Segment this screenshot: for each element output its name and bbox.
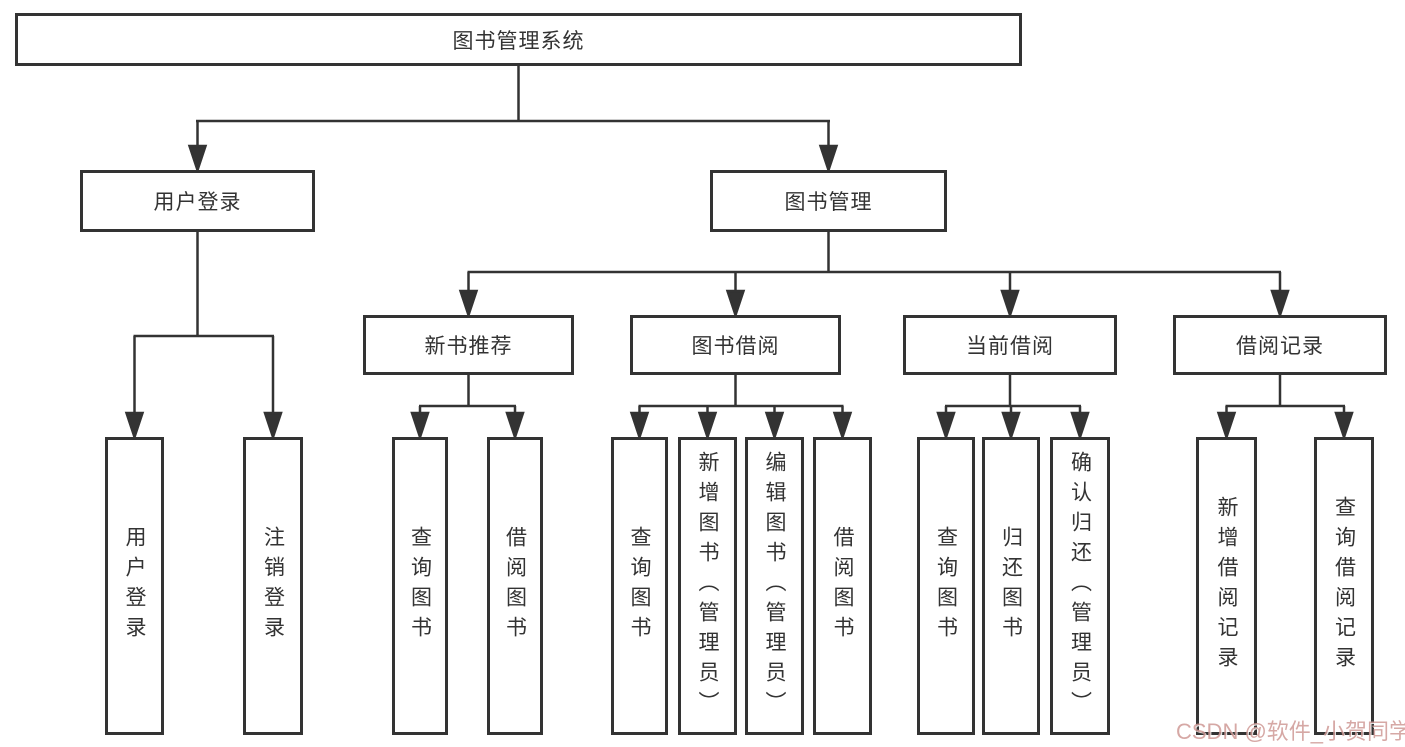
leaf-user-login: 用户登录 [105, 437, 164, 735]
connector-current-borrowing [936, 375, 1090, 441]
connector-root-to-branches [187, 66, 839, 174]
leaf-edit-books-admin: 编辑图书（管理员） [745, 437, 804, 735]
node-label: 图书管理 [784, 191, 873, 214]
leaf-add-books-admin: 新增图书（管理员） [678, 437, 737, 735]
leaf-return-books: 归还图书 [982, 437, 1040, 735]
node-label: 注销登录 [261, 526, 285, 646]
node-label: 借阅图书 [831, 526, 854, 646]
node-label: 编辑图书（管理员） [763, 451, 786, 721]
node-label: 查询图书 [628, 526, 651, 646]
leaf-borrow-books-recommend: 借阅图书 [487, 437, 543, 735]
leaf-add-borrow-record: 新增借阅记录 [1196, 437, 1257, 735]
node-label: 新增图书（管理员） [696, 451, 719, 721]
node-label: 确认归还（管理员） [1068, 451, 1092, 721]
node-label: 用户登录 [153, 191, 242, 214]
node-label: 查询图书 [408, 526, 432, 646]
node-label: 借阅图书 [503, 526, 527, 646]
leaf-borrow-books: 借阅图书 [813, 437, 872, 735]
node-book-management: 图书管理 [710, 170, 947, 232]
node-label: 新书推荐 [424, 335, 513, 358]
node-user-login-branch: 用户登录 [80, 170, 315, 232]
leaf-logout: 注销登录 [243, 437, 303, 735]
node-label: 新增借阅记录 [1215, 496, 1238, 676]
connector-user-login-branch [124, 232, 283, 441]
connector-book-management-branch [458, 232, 1290, 319]
connector-borrowing-records [1216, 375, 1354, 441]
node-label: 归还图书 [999, 526, 1023, 646]
node-label: 图书管理系统 [452, 29, 585, 53]
node-label: 用户登录 [123, 526, 146, 646]
node-label: 当前借阅 [966, 335, 1054, 358]
node-library-system: 图书管理系统 [15, 13, 1022, 66]
connector-new-book-recommend [410, 375, 525, 441]
node-label: 查询借阅记录 [1332, 496, 1356, 676]
node-label: 查询图书 [934, 526, 958, 646]
leaf-query-books-recommend: 查询图书 [392, 437, 448, 735]
node-book-borrowing: 图书借阅 [630, 315, 841, 375]
node-label: 图书借阅 [691, 335, 780, 358]
node-borrowing-records: 借阅记录 [1173, 315, 1387, 375]
connector-book-borrowing [629, 375, 853, 441]
leaf-query-books-borrow: 查询图书 [611, 437, 668, 735]
node-new-book-recommend: 新书推荐 [363, 315, 574, 375]
leaf-query-books-current: 查询图书 [917, 437, 975, 735]
leaf-query-borrow-record: 查询借阅记录 [1314, 437, 1374, 735]
node-label: 借阅记录 [1236, 335, 1324, 358]
node-current-borrowing: 当前借阅 [903, 315, 1117, 375]
leaf-confirm-return-admin: 确认归还（管理员） [1050, 437, 1110, 735]
